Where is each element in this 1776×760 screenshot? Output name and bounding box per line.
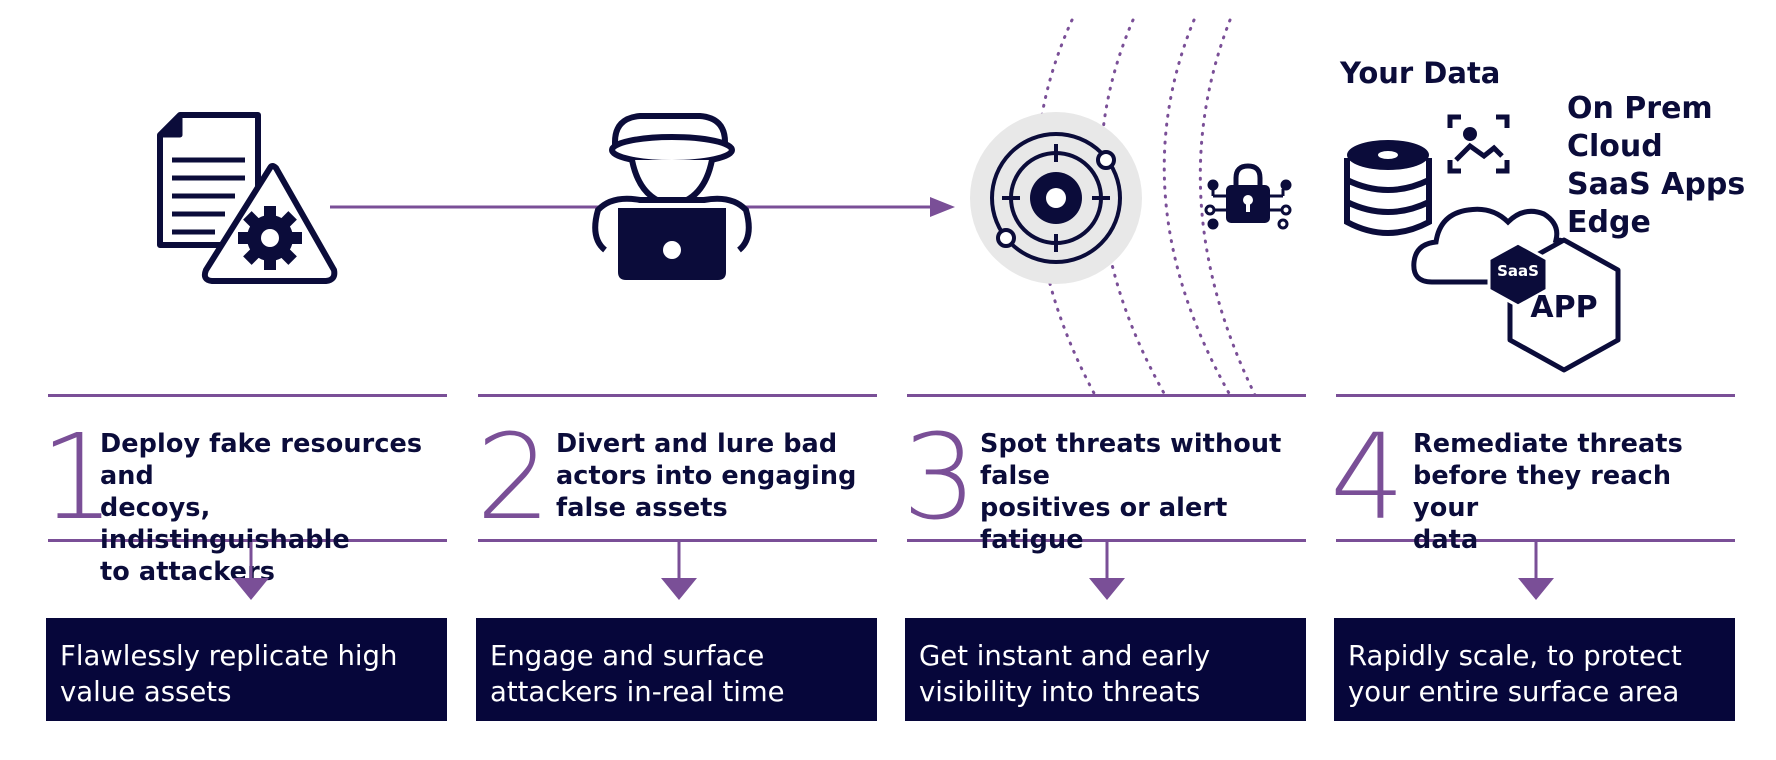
data-title: Your Data bbox=[1340, 56, 1501, 90]
step-1-top-line bbox=[48, 394, 447, 397]
step-1-number: 1 bbox=[40, 408, 116, 546]
step-2-bottom-line bbox=[478, 539, 877, 542]
step-2-outcome-box: Engage and surface attackers in-real tim… bbox=[476, 618, 877, 721]
target-radar-icon bbox=[970, 112, 1142, 284]
step-3-text-line: Spot threats without false bbox=[980, 429, 1282, 491]
environment-edge: Edge bbox=[1567, 205, 1651, 240]
environment-list: On Prem Cloud SaaS Apps Edge bbox=[1567, 90, 1745, 242]
step-3-number: 3 bbox=[902, 408, 978, 546]
saas-badge: SaaS bbox=[1497, 262, 1539, 280]
saas-hexagon-icon bbox=[1487, 241, 1549, 308]
step-3-bottom-line bbox=[907, 539, 1306, 542]
step-4-text-line: data bbox=[1413, 525, 1479, 555]
step-3-outcome-line: Get instant and early bbox=[919, 640, 1211, 672]
step-1-outcome-line: value assets bbox=[60, 676, 232, 708]
step-4-top-line bbox=[1336, 394, 1735, 397]
step-4-text-line: Remediate threats bbox=[1413, 429, 1683, 459]
step-4-text: Remediate threats before they reach your… bbox=[1413, 428, 1743, 556]
step-1-text-line: Deploy fake resources and bbox=[100, 429, 423, 491]
step-2-top-line bbox=[478, 394, 877, 397]
environment-saas-apps: SaaS Apps bbox=[1567, 167, 1746, 202]
step-4-outcome-line: Rapidly scale, to protect bbox=[1348, 640, 1682, 672]
step-1-outcome-line: Flawlessly replicate high bbox=[60, 640, 398, 672]
step-1-outcome-box: Flawlessly replicate high value assets bbox=[46, 618, 447, 721]
environment-on-prem: On Prem bbox=[1567, 91, 1713, 126]
step-1-bottom-line bbox=[48, 539, 447, 542]
step-3-text-line: positives or alert fatigue bbox=[980, 493, 1228, 555]
app-badge: APP bbox=[1530, 290, 1598, 325]
step-2-number: 2 bbox=[476, 408, 552, 546]
image-scan-icon bbox=[1447, 114, 1510, 174]
step-2-text: Divert and lure bad actors into engaging… bbox=[556, 428, 876, 524]
step-3-text: Spot threats without false positives or … bbox=[980, 428, 1320, 556]
step-4-outcome-line: your entire surface area bbox=[1348, 676, 1680, 708]
step-2-outcome-line: Engage and surface bbox=[490, 640, 765, 672]
step-1-text-line: to attackers bbox=[100, 557, 276, 587]
database-icon bbox=[1344, 140, 1432, 236]
step-3-outcome-box: Get instant and early visibility into th… bbox=[905, 618, 1306, 721]
environment-cloud: Cloud bbox=[1567, 129, 1663, 164]
step-3-outcome-line: visibility into threats bbox=[919, 676, 1201, 708]
step-2-text-line: Divert and lure bad bbox=[556, 429, 838, 459]
step-4-outcome-box: Rapidly scale, to protect your entire su… bbox=[1334, 618, 1735, 721]
step-4-number: 4 bbox=[1330, 408, 1406, 546]
step-3-down-arrow bbox=[1089, 542, 1125, 600]
step-2-text-line: false assets bbox=[556, 493, 728, 523]
step-3-top-line bbox=[907, 394, 1306, 397]
hacker-laptop-icon bbox=[592, 113, 752, 280]
step-4-text-line: before they reach your bbox=[1413, 461, 1672, 523]
step-2-text-line: actors into engaging bbox=[556, 461, 857, 491]
lock-circuit-icon bbox=[1204, 163, 1292, 230]
step-4-down-arrow bbox=[1518, 542, 1554, 600]
step-2-down-arrow bbox=[661, 542, 697, 600]
step-4-bottom-line bbox=[1336, 539, 1735, 542]
step-1-text-line: decoys, indistinguishable bbox=[100, 493, 350, 555]
step-2-outcome-line: attackers in-real time bbox=[490, 676, 785, 708]
document-gear-icon bbox=[157, 112, 338, 284]
step-1-down-arrow bbox=[233, 542, 269, 600]
step-1-text: Deploy fake resources and decoys, indist… bbox=[100, 428, 450, 588]
